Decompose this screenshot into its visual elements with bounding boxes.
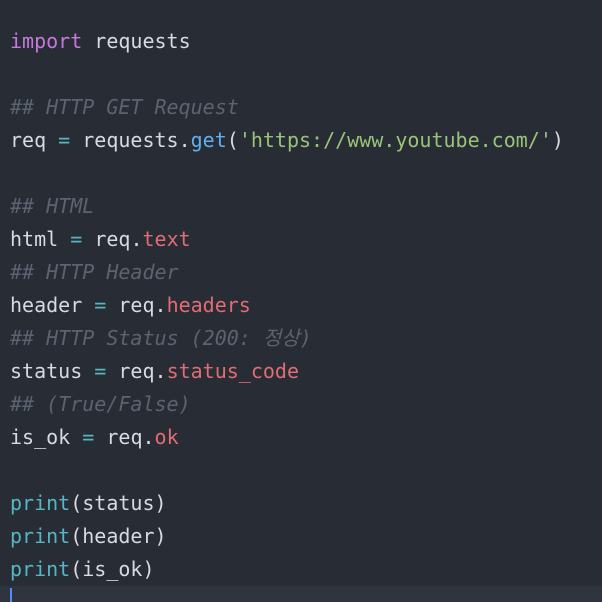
object-name: req: [118, 293, 155, 317]
code-line-request: req = requests.get('https://www.youtube.…: [10, 124, 564, 157]
print-arguments: (is_ok): [70, 557, 155, 581]
dot-operator: .: [178, 128, 191, 152]
module-name: requests: [82, 29, 191, 53]
code-line-comment: ## HTML: [10, 190, 94, 223]
property-name: headers: [166, 293, 251, 317]
variable-name: is_ok: [10, 425, 71, 449]
text-cursor: [10, 588, 12, 602]
comment-text: ## HTTP Status (200: 정상): [10, 326, 312, 350]
code-line-comment: ## HTTP GET Request: [10, 91, 239, 124]
print-arguments: (status): [70, 491, 167, 515]
variable-name: status: [10, 359, 83, 383]
property-name: status_code: [166, 359, 300, 383]
code-line-print: print(is_ok): [10, 553, 155, 586]
print-function: print: [10, 557, 71, 581]
dot-operator: .: [130, 227, 143, 251]
current-line-highlight[interactable]: [0, 586, 602, 602]
property-name: text: [142, 227, 191, 251]
comment-text: ## (True/False): [10, 392, 191, 416]
print-function: print: [10, 524, 71, 548]
assign-operator: =: [94, 293, 107, 317]
assign-operator: =: [94, 359, 107, 383]
object-name: req: [94, 227, 131, 251]
dot-operator: .: [154, 293, 167, 317]
code-line-header: header = req.headers: [10, 289, 251, 322]
dot-operator: .: [142, 425, 155, 449]
object-name: requests: [82, 128, 179, 152]
object-name: req: [106, 425, 143, 449]
object-name: req: [118, 359, 155, 383]
variable-name: header: [10, 293, 83, 317]
comment-text: ## HTTP Header: [10, 260, 179, 284]
code-line-is-ok: is_ok = req.ok: [10, 421, 179, 454]
comment-text: ## HTTP GET Request: [10, 95, 239, 119]
print-arguments: (header): [70, 524, 167, 548]
import-keyword: import: [10, 29, 83, 53]
code-line-comment: ## (True/False): [10, 388, 191, 421]
code-line-comment: ## HTTP Status (200: 정상): [10, 322, 312, 355]
code-line-comment: ## HTTP Header: [10, 256, 179, 289]
code-line-print: print(status): [10, 487, 167, 520]
property-name: ok: [154, 425, 179, 449]
dot-operator: .: [154, 359, 167, 383]
variable-name: html: [10, 227, 59, 251]
close-paren: ): [551, 128, 564, 152]
code-line-import: import requests: [10, 25, 191, 58]
variable-name: req: [10, 128, 47, 152]
print-function: print: [10, 491, 71, 515]
comment-text: ## HTML: [10, 194, 95, 218]
function-name: get: [190, 128, 227, 152]
assign-operator: =: [70, 227, 83, 251]
code-line-status: status = req.status_code: [10, 355, 299, 388]
code-line-html: html = req.text: [10, 223, 191, 256]
code-line-print: print(header): [10, 520, 167, 553]
assign-operator: =: [58, 128, 71, 152]
assign-operator: =: [82, 425, 95, 449]
string-literal: 'https://www.youtube.com/': [238, 128, 552, 152]
open-paren: (: [226, 128, 239, 152]
